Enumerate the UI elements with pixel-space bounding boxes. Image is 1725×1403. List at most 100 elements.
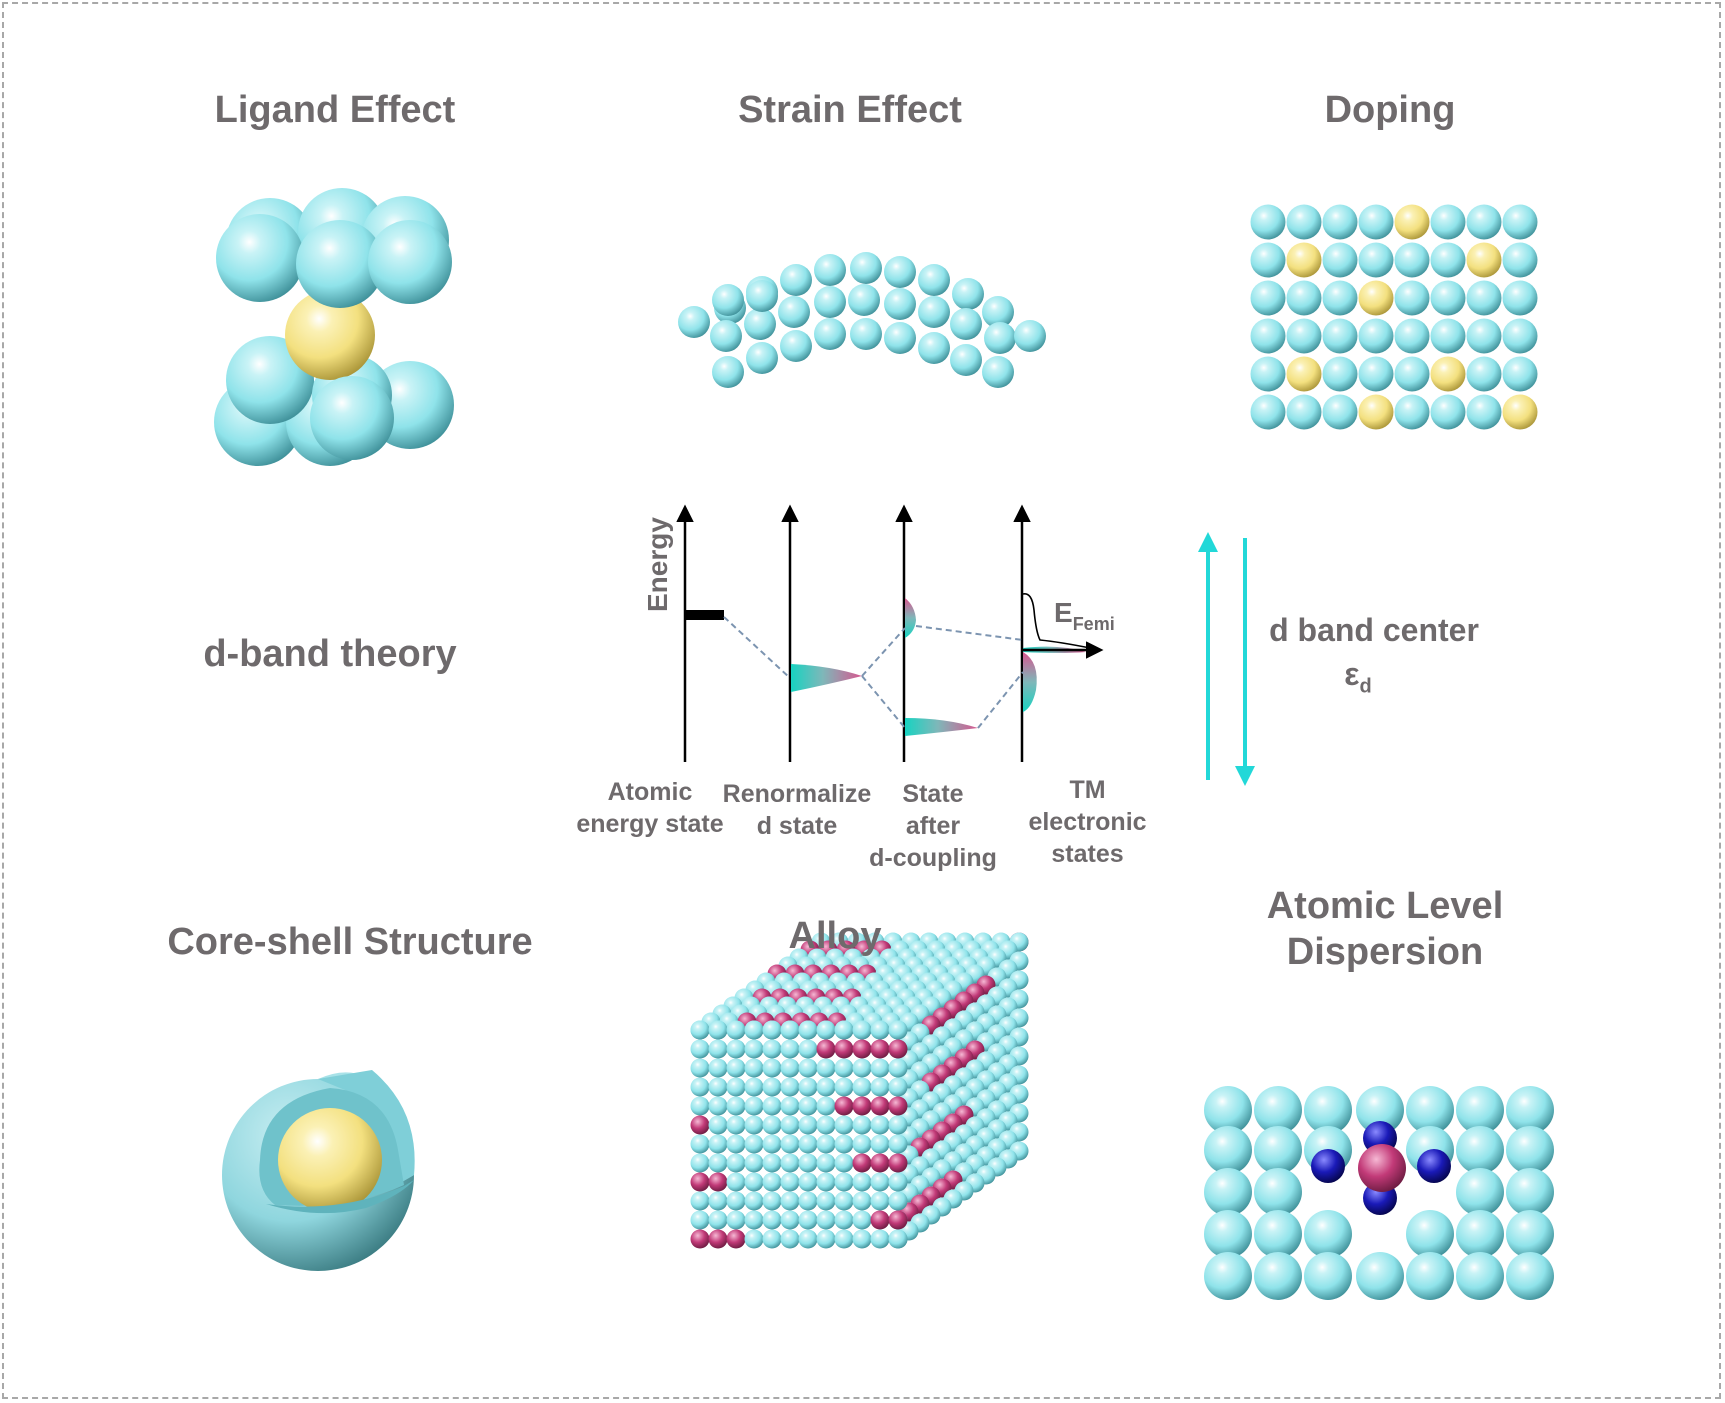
alloy-atom: [834, 1058, 854, 1078]
alloy-atom: [780, 1210, 800, 1230]
top-layer-atom: [368, 220, 452, 304]
stage-label-renormalized: Renormalize d state: [722, 780, 872, 840]
host-atom: [1322, 204, 1358, 240]
alloy-atom: [780, 1191, 800, 1211]
host-atom: [1394, 356, 1430, 392]
alloy-atom: [798, 1058, 818, 1078]
host-atom: [1502, 356, 1538, 392]
alloy-atom: [744, 1172, 764, 1192]
alloy-atom: [888, 1134, 908, 1154]
host-atom: [1286, 394, 1322, 430]
host-atom: [1322, 280, 1358, 316]
top-layer-atom: [216, 214, 304, 302]
alloy-atom: [888, 1096, 908, 1116]
alloy-atom: [726, 1191, 746, 1211]
title-doping: Doping: [1324, 89, 1456, 131]
support-atom: [1506, 1086, 1554, 1134]
alloy-atom: [852, 1153, 872, 1173]
host-atom: [1430, 242, 1466, 278]
host-atom: [1502, 280, 1538, 316]
alloy-atom: [690, 1020, 710, 1040]
renormalized-peak: [791, 664, 862, 692]
alloy-atom: [762, 1039, 782, 1059]
alloy-atom: [888, 1210, 908, 1230]
host-atom: [1250, 394, 1286, 430]
alloy-atom: [870, 1096, 890, 1116]
alloy-atom: [852, 1172, 872, 1192]
strain-atom: [984, 322, 1016, 354]
alloy-atom: [780, 1096, 800, 1116]
support-atom: [1456, 1210, 1504, 1258]
host-atom: [1322, 356, 1358, 392]
alloy-atom: [690, 1229, 710, 1249]
alloy-atom: [708, 1210, 728, 1230]
alloy-atom: [870, 1191, 890, 1211]
alloy-atom: [726, 1058, 746, 1078]
host-atom: [1430, 280, 1466, 316]
strain-atom: [982, 356, 1014, 388]
alloy-atom: [744, 1115, 764, 1135]
alloy-atom: [888, 1172, 908, 1192]
nitrogen-atom: [1311, 1149, 1345, 1183]
alloy-atom: [708, 1077, 728, 1097]
alloy-atom: [834, 1134, 854, 1154]
alloy-atom: [816, 1020, 836, 1040]
strain-effect-lattice: [678, 252, 1046, 388]
alloy-atom: [888, 1058, 908, 1078]
title-strain-effect: Strain Effect: [738, 89, 962, 131]
alloy-atom: [816, 1229, 836, 1249]
alloy-atom: [708, 1096, 728, 1116]
strain-atom: [952, 278, 984, 310]
alloy-atom: [870, 1039, 890, 1059]
host-atom: [1394, 318, 1430, 354]
alloy-atom: [762, 1191, 782, 1211]
alloy-atom: [834, 1077, 854, 1097]
alloy-atom: [690, 1115, 710, 1135]
energy-axis-label: Energy: [642, 517, 673, 612]
alloy-atom: [744, 1096, 764, 1116]
alloy-atom: [690, 1191, 710, 1211]
alloy-atom: [798, 1229, 818, 1249]
alloy-atom: [798, 1153, 818, 1173]
alloy-atom: [708, 1039, 728, 1059]
host-atom: [1322, 318, 1358, 354]
alloy-atom: [798, 1115, 818, 1135]
alloy-atom: [780, 1115, 800, 1135]
alloy-atom: [816, 1172, 836, 1192]
alloy-atom: [690, 1153, 710, 1173]
support-atom: [1254, 1168, 1302, 1216]
host-atom: [1430, 204, 1466, 240]
alloy-atom: [780, 1229, 800, 1249]
alloy-atom: [744, 1058, 764, 1078]
bottom-layer-atom: [310, 376, 394, 460]
alloy-atom: [834, 1115, 854, 1135]
host-atom: [1358, 204, 1394, 240]
support-atom: [1254, 1126, 1302, 1174]
alloy-atom: [798, 1191, 818, 1211]
alloy-atom: [816, 1039, 836, 1059]
alloy-atom: [816, 1115, 836, 1135]
core-sphere: [278, 1108, 382, 1212]
strain-atom: [780, 264, 812, 296]
alloy-atom: [852, 1058, 872, 1078]
alloy-atom: [870, 1077, 890, 1097]
support-atom: [1406, 1210, 1454, 1258]
host-atom: [1250, 280, 1286, 316]
dopant-atom: [1430, 356, 1466, 392]
strain-atom: [884, 256, 916, 288]
alloy-atom: [762, 1077, 782, 1097]
strain-atom: [814, 254, 846, 286]
host-atom: [1502, 204, 1538, 240]
dband-center-symbol: εd: [1344, 656, 1372, 698]
strain-atom: [918, 296, 950, 328]
support-atom: [1456, 1252, 1504, 1300]
strain-atom: [710, 320, 742, 352]
alloy-atom: [690, 1096, 710, 1116]
alloy-atom: [762, 1058, 782, 1078]
alloy-atom: [870, 1134, 890, 1154]
host-atom: [1502, 318, 1538, 354]
alloy-atom: [744, 1077, 764, 1097]
alloy-atom: [708, 1153, 728, 1173]
strain-atom: [884, 322, 916, 354]
alloy-atom: [888, 1077, 908, 1097]
